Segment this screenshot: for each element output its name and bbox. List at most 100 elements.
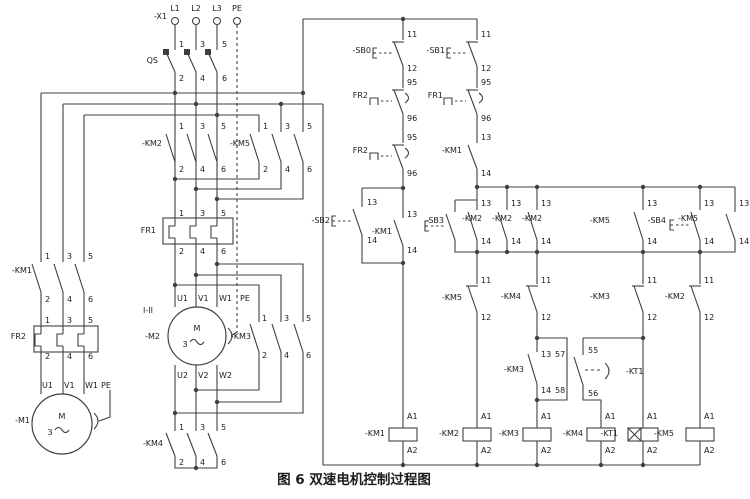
schematic-label: 14 — [511, 237, 521, 246]
terminal-circle — [191, 16, 201, 26]
schematic-label: 6 — [222, 74, 227, 83]
thermal-operator-icon — [369, 97, 392, 105]
junction-dot — [172, 90, 178, 96]
schematic-label: -M2 — [145, 332, 160, 341]
schematic-label: 11 — [407, 30, 417, 39]
schematic-label: 4 — [200, 458, 205, 467]
schematic-label: 5 — [221, 423, 226, 432]
schematic-label: 4 — [200, 74, 205, 83]
schematic-label: 1 — [179, 423, 184, 432]
wire — [175, 352, 304, 414]
junction-dot — [172, 282, 178, 288]
schematic-label: 13 — [647, 199, 657, 208]
switch-handle-icon — [205, 49, 211, 55]
schematic-label: 4 — [67, 352, 72, 361]
schematic-label: A2 — [647, 446, 658, 455]
timer-x2 — [627, 427, 642, 442]
junction-dot — [474, 462, 480, 468]
junction-dot — [214, 112, 220, 118]
schematic-label: 2 — [45, 352, 50, 361]
schematic-label: 6 — [221, 247, 226, 256]
wire — [210, 225, 217, 239]
schematic-label: -KM3 — [499, 429, 519, 438]
schematic-label: A2 — [407, 446, 418, 455]
arc-symbol — [604, 362, 610, 380]
wire — [700, 240, 736, 253]
junction-dot — [534, 462, 540, 468]
schematic-label: L1 — [170, 4, 180, 13]
schematic-label: 5 — [221, 122, 226, 131]
contact-blade — [186, 51, 197, 73]
contact-no — [249, 133, 260, 163]
schematic-label: FR2 — [353, 91, 368, 100]
motor-sine-icon — [54, 426, 70, 434]
junction-dot — [697, 249, 703, 255]
contact-blade — [186, 133, 197, 163]
thermal-operator-icon — [443, 97, 466, 105]
contact-no — [74, 263, 85, 293]
schematic-label: -KM5 — [230, 139, 250, 148]
schematic-label: 5 — [221, 209, 226, 218]
schematic-label: A1 — [704, 412, 715, 421]
schematic-label: U1 — [177, 294, 188, 303]
schematic-label: 14 — [481, 169, 491, 178]
schematic-label: 14 — [481, 237, 491, 246]
junction-dot — [172, 176, 178, 182]
contact-blade — [467, 144, 478, 170]
coil--KT1 — [627, 427, 659, 442]
schematic-label: 96 — [407, 114, 417, 123]
junction-dot — [400, 462, 406, 468]
contact-no — [725, 213, 736, 241]
contact-no — [527, 211, 538, 241]
wire — [168, 225, 175, 239]
schematic-label: 13 — [541, 199, 551, 208]
schematic-label: 14 — [739, 237, 749, 246]
contact-blade — [74, 263, 85, 293]
coils-layer — [93, 327, 715, 442]
junction-dot — [193, 272, 199, 278]
schematic-label: 2 — [263, 165, 268, 174]
motor--M1 — [31, 393, 93, 455]
schematic-label: W2 — [219, 371, 232, 380]
schematic-label: 4 — [200, 165, 205, 174]
schematic-label: 1 — [179, 122, 184, 131]
wire — [454, 240, 477, 253]
schematic-label: M — [194, 324, 201, 333]
schematic-label: 6 — [221, 165, 226, 174]
pushbutton-operator-icon — [372, 47, 392, 59]
schematic-label: 13 — [407, 210, 417, 219]
contact-blade — [467, 41, 478, 67]
schematic-label: 11 — [481, 276, 491, 285]
contact-no — [467, 144, 478, 170]
junction-dot — [278, 101, 284, 107]
wire — [217, 352, 282, 403]
junction-dot — [193, 387, 199, 393]
schematic-label: -M1 — [15, 416, 30, 425]
schematic-label: A2 — [704, 446, 715, 455]
schematic-label: 96 — [481, 114, 491, 123]
schematic-label: 3 — [200, 209, 205, 218]
coil--KM5 — [685, 427, 715, 442]
schematic-label: 2 — [179, 165, 184, 174]
schematic-label: 3 — [67, 252, 72, 261]
motors-layer — [31, 306, 227, 455]
contact-nc — [526, 285, 538, 313]
schematic-label: -KM1 — [372, 227, 392, 236]
contact-frnc — [392, 144, 410, 170]
arc-symbol — [227, 327, 233, 345]
schematic-label: I-II — [143, 306, 153, 315]
coil-rect — [522, 427, 552, 442]
contacts-layer — [31, 41, 736, 457]
pushbutton-operator-icon — [331, 215, 351, 227]
contact-no — [497, 211, 508, 241]
junction-dot — [214, 399, 220, 405]
schematic-label: A1 — [541, 412, 552, 421]
schematic-label: U2 — [177, 371, 188, 380]
coil--KM4 — [586, 427, 616, 442]
schematic-label: 3 — [182, 340, 187, 349]
coil--KM2 — [462, 427, 492, 442]
contact-blade — [393, 89, 404, 115]
terminal-circle — [232, 16, 242, 26]
contact-blade — [186, 432, 197, 457]
